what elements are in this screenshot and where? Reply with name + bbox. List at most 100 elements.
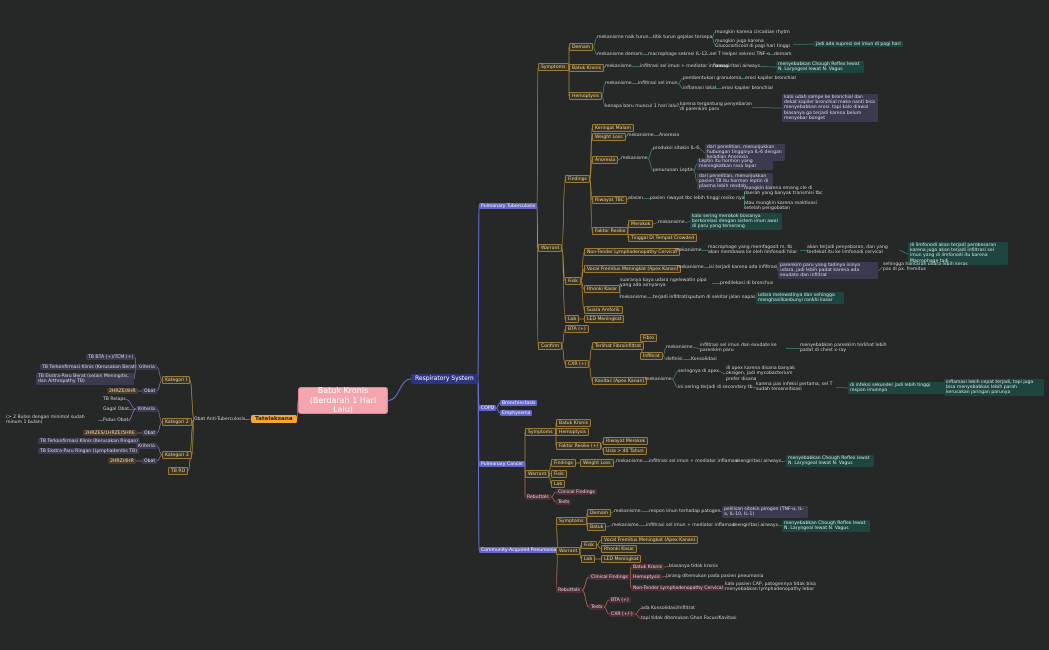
node-f3e[interactable]: udara melewatinya dan sehingga menghasil… — [756, 292, 844, 304]
node-pcw1[interactable]: Findings — [551, 459, 576, 468]
node-cr2c[interactable]: ada Konsolidasi/Infiltrat — [641, 606, 695, 611]
node-d1[interactable]: mekanisme naik turun — [597, 35, 649, 40]
node-kav5[interactable]: karena pas infeksi pertama, sel T sudah … — [756, 382, 833, 393]
node-cr1a[interactable]: Batuk Kronis — [631, 564, 664, 571]
node-f3[interactable]: Rhonki Kasar — [584, 285, 621, 294]
node-k1c3[interactable]: TB Ekstra-Paru Berat (selain Meningitis,… — [36, 373, 134, 385]
node-h7[interactable]: kenapa baru muncul 1 hari lalu? — [605, 104, 680, 109]
node-pcw2[interactable]: Fisik — [551, 470, 567, 479]
node-k3obat[interactable]: Obat — [142, 458, 158, 465]
node-kav4[interactable]: ini sering terjadi di secondary tb — [678, 385, 753, 390]
node-f2c[interactable]: parenkim paru yang tadinya isinya udara,… — [778, 262, 878, 280]
node-cs2[interactable]: Batuk — [587, 523, 607, 532]
node-fr4[interactable]: Tinggal Di Tempat Crowded — [628, 234, 698, 243]
node-kat1[interactable]: Kategori I — [162, 376, 191, 385]
node-f4[interactable]: Suara Amforik — [584, 306, 623, 315]
node-bronch[interactable]: Bronchiectasis — [500, 400, 538, 407]
node-root[interactable]: Batuk Kronis (Berdarah 1 Hari Lalu) — [298, 386, 388, 414]
node-cap[interactable]: Community-Acquired Pneumonia — [479, 547, 559, 554]
node-cs2d[interactable]: menyebabkan Chough Reflex lewat N. Laryn… — [782, 520, 870, 532]
node-bta[interactable]: BTA (+) — [565, 325, 589, 334]
node-k3o[interactable]: 2HRZ/4HR — [108, 458, 136, 465]
node-k1kriteria[interactable]: Kriteria — [136, 364, 157, 371]
node-pcs3[interactable]: Faktor Resiko (+) — [556, 442, 602, 451]
node-f2d[interactable]: sehingga hantaran udara lebih keras pas … — [883, 262, 968, 273]
node-f3d[interactable]: terjadi infiltrat/sputum di sekitar jala… — [653, 295, 756, 300]
node-wl[interactable]: Weight Loss — [592, 133, 626, 142]
node-pcw[interactable]: Warrant — [525, 470, 550, 479]
node-fr3[interactable]: kalo sering merokok biasanya berkorelasi… — [690, 213, 782, 231]
node-kp[interactable]: Keringat Malam — [592, 124, 635, 133]
node-inf1[interactable]: mekanisme — [666, 345, 693, 350]
node-cr2d[interactable]: tapi tidak ditemukan Ghon Focus/Kavitasi — [641, 616, 737, 621]
node-cs1[interactable]: Demam — [587, 509, 612, 518]
node-oat[interactable]: Obat Anti-Tuberculosis — [194, 417, 246, 422]
node-k1c2[interactable]: TB Terkonfirmasi Klinis (Kerusakan Berat… — [40, 364, 139, 371]
node-rtbc[interactable]: Riwayat TBC — [592, 196, 627, 205]
node-fr1[interactable]: Merokok — [628, 220, 654, 229]
node-pcs2[interactable]: Hemoptysis — [556, 428, 590, 437]
node-cr2[interactable]: Tests — [589, 604, 605, 611]
node-f2b[interactable]: isi terjadi karena ada infiltrasi — [709, 265, 778, 270]
node-pcr1[interactable]: Clinical Findings — [556, 489, 597, 496]
node-cr1f[interactable]: kalo pasien CAP, patogennya tidak bisa m… — [725, 582, 816, 593]
node-lab[interactable]: Lab — [565, 315, 580, 324]
node-k2o[interactable]: 2HRZES/1HRZE/5HRE — [83, 430, 137, 437]
node-fr2[interactable]: mekanisme — [658, 220, 685, 225]
node-led[interactable]: LED Meningkat — [584, 315, 625, 324]
node-demam[interactable]: Demam — [569, 43, 594, 52]
node-cr1b[interactable]: biasanya tidak kronis — [669, 564, 718, 569]
node-d7[interactable]: macrophage sekresi IL-12 — [648, 52, 708, 57]
node-b2[interactable]: infiltrasi sel imun + mediator inflamasi — [640, 64, 730, 69]
node-k2c1[interactable]: TB Relaps — [103, 397, 126, 402]
node-pcr2[interactable]: Tests — [556, 499, 572, 506]
node-an2[interactable]: produksi sitokin IL-6 — [653, 146, 700, 151]
node-batukk[interactable]: Batuk Kronis — [569, 64, 604, 73]
node-f1b[interactable]: macrophage yang memfagosit m. tb akan me… — [708, 245, 798, 256]
node-rt2[interactable]: pasien riwayat tbc lebih tinggi resiko n… — [650, 196, 745, 201]
node-pcw3[interactable]: Lab — [551, 480, 566, 489]
node-fisik[interactable]: Fisik — [565, 277, 581, 286]
node-d6[interactable]: mekanisme demam — [597, 52, 643, 57]
node-h9[interactable]: kalo udah sampe ke bronchial dan dekat k… — [782, 94, 878, 123]
node-k3c2[interactable]: TB Ekstra-Paru Ringan (Lymphadenitis TB) — [38, 448, 140, 455]
node-pcs3a[interactable]: Riwayat Merokok — [603, 437, 649, 446]
node-cr2a[interactable]: BTA (+) — [609, 597, 631, 604]
node-cxr[interactable]: CXR (+) — [565, 360, 590, 369]
node-pcs3b[interactable]: Usia > 40 Tahun — [603, 447, 647, 456]
node-pcr[interactable]: Rebuttals — [525, 494, 551, 501]
node-cs2c[interactable]: mengiritasi airways — [733, 523, 778, 528]
node-cw1[interactable]: Fisik — [581, 541, 597, 550]
node-pcs[interactable]: Symptoms — [525, 428, 556, 437]
node-inf5[interactable]: Konsolidasi — [691, 357, 717, 362]
node-cs[interactable]: Symptoms — [556, 517, 587, 526]
node-an1[interactable]: mekanisme — [621, 156, 648, 161]
node-cw2a[interactable]: LED Meningkat — [601, 555, 642, 564]
node-find[interactable]: Findings — [565, 175, 590, 184]
node-k2kriteria[interactable]: Kriteria — [136, 406, 157, 413]
node-cr1e[interactable]: Non-Tender Lymphadenopathy Cervical — [631, 585, 725, 592]
node-kav3[interactable]: di apex karena disana banyak oksigen, ja… — [726, 366, 795, 382]
node-d4[interactable]: mungkin juga karena Glucocorticoid di pa… — [715, 39, 790, 50]
node-cw1a[interactable]: Vocal Fremitus Meningkat (Apex Kanan) — [601, 536, 699, 545]
node-cs1c[interactable]: pelilisan sitokin pirogen (TNF-α, IL-a, … — [722, 506, 808, 518]
node-h8[interactable]: karena tergantung penyebaran di parenkim… — [680, 102, 752, 113]
node-cw2[interactable]: Lab — [581, 555, 596, 564]
node-k2obat[interactable]: Obat — [142, 430, 158, 437]
node-k2c3d[interactable]: (> 2 Bulan dengan minimal sudah minum 1 … — [6, 415, 85, 426]
node-cr1d[interactable]: jarang ditemukan pada pasien pneumonia — [666, 574, 764, 579]
node-d2[interactable]: titik turun gejalas tersepa — [653, 35, 713, 40]
node-h6[interactable]: erosi kapiler bronchial — [722, 86, 773, 91]
node-an4[interactable]: penurunan Leptin — [653, 168, 694, 173]
node-tata[interactable]: Tatalaksana — [251, 415, 297, 424]
node-f1c[interactable]: akan terjadi penyebaran, dan yang terdek… — [807, 245, 888, 256]
node-cr1c[interactable]: Hemoptysis — [631, 574, 663, 581]
node-kav7[interactable]: inflamasi lebih cepat terjadi, tapi juga… — [944, 379, 1044, 397]
node-cs2a[interactable]: mekanisme — [612, 523, 639, 528]
node-pca[interactable]: Pulmonary Cancer — [479, 461, 526, 468]
node-b4[interactable]: menyebabkan Chough Reflex lewat N. Laryn… — [776, 61, 864, 73]
node-wl2[interactable]: Anorexia — [659, 133, 680, 138]
node-cr[interactable]: Rebuttals — [556, 587, 582, 594]
node-f3b[interactable]: predilekasi di bronchus — [720, 281, 774, 286]
node-b1[interactable]: mekanisme — [605, 64, 632, 69]
